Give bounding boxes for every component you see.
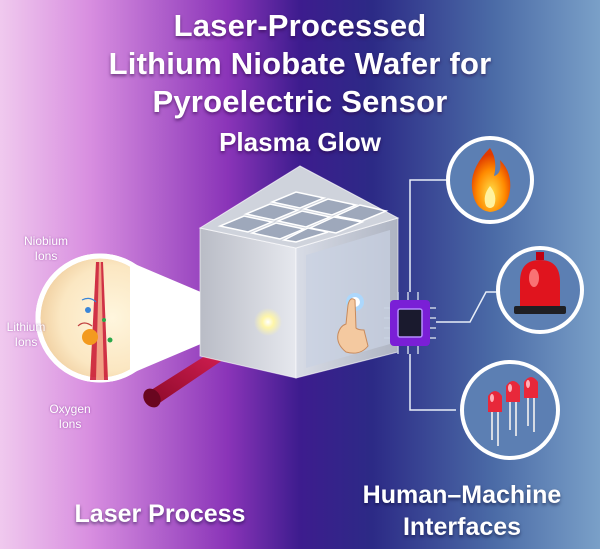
led-output: [460, 360, 560, 460]
label-niobium-line1: Niobium: [23, 234, 68, 248]
subtitle-plasma-glow: Plasma Glow: [219, 127, 381, 157]
connector-lines: [409, 179, 498, 411]
flame-icon: [471, 148, 511, 212]
label-oxygen-line2: Ions: [58, 417, 82, 431]
footer-hmi-line2: Interfaces: [402, 513, 522, 541]
title-line-3: Pyroelectric Sensor: [152, 84, 448, 119]
label-niobium-ions: Niobium Ions: [16, 234, 76, 264]
oxygen-ion: [107, 337, 113, 343]
flame-output: [446, 136, 534, 224]
label-niobium-line2: Ions: [34, 249, 58, 263]
alarm-beacon-icon: [514, 252, 566, 314]
label-lithium-line2: Ions: [14, 335, 38, 349]
label-lithium-ions: Lithium Ions: [0, 320, 52, 350]
zoom-cone: [130, 262, 262, 374]
magnified-lattice-view: [35, 253, 262, 383]
label-lithium-line1: Lithium: [6, 320, 46, 334]
label-oxygen-ions: Oxygen Ions: [40, 402, 100, 432]
plasma-glow-spot: [254, 308, 282, 336]
footer-hmi-line1: Human–Machine: [362, 481, 562, 509]
label-oxygen-line1: Oxygen: [49, 402, 91, 416]
lithium-ion: [82, 329, 98, 345]
niobium-ion: [85, 307, 91, 313]
led-icon: [488, 377, 538, 446]
alarm-output: [496, 246, 584, 334]
title-line-1: Laser-Processed: [173, 8, 427, 43]
finger-touch-icon: [337, 293, 369, 354]
footer-laser-process: Laser Process: [74, 500, 246, 528]
title-line-2: Lithium Niobate Wafer for: [108, 46, 492, 81]
chip-icon: [384, 292, 436, 354]
